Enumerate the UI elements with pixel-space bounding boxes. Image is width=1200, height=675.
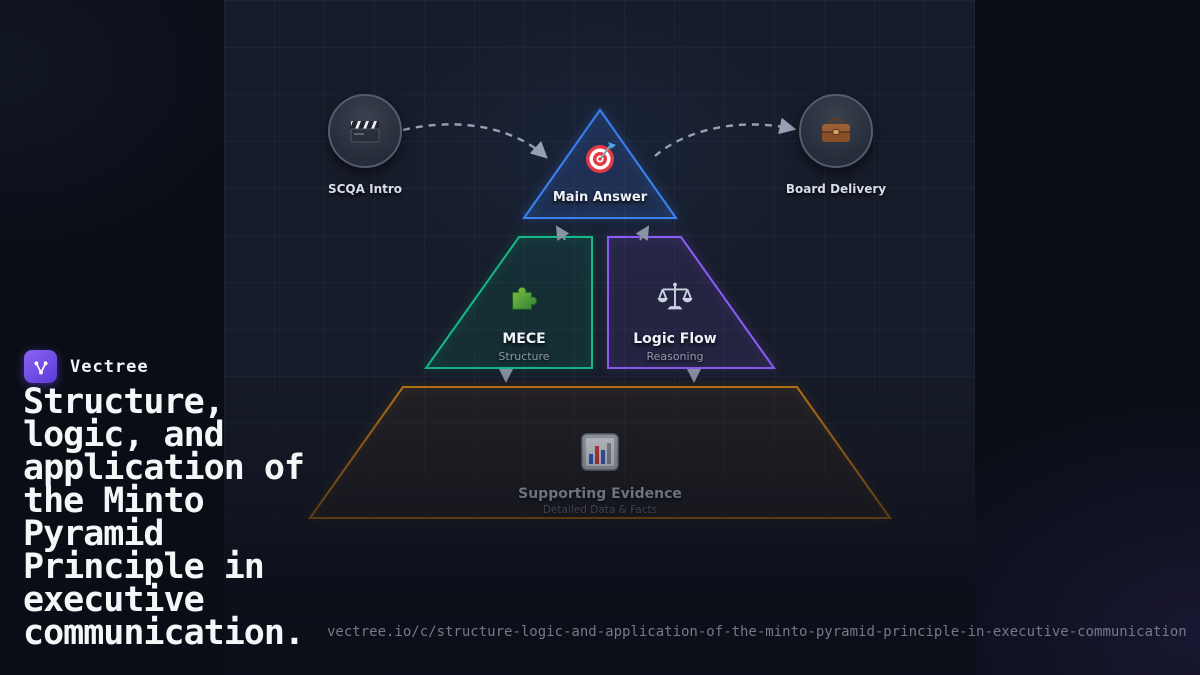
logic-flow-subtitle: Reasoning [646, 350, 704, 363]
scales-icon [656, 279, 694, 317]
page-title: Structure, logic, and application of the… [23, 382, 305, 653]
clapperboard-icon [350, 121, 380, 143]
main-answer-label: Main Answer [552, 190, 648, 205]
vectree-logo [24, 350, 57, 383]
brand-name: Vectree [70, 356, 149, 377]
bar-chart-icon [578, 430, 622, 474]
arrow-scqa-to-apex [402, 123, 548, 159]
mece-title: MECE [502, 331, 546, 347]
supporting-evidence-title: Supporting Evidence [518, 486, 682, 502]
arrow-apex-to-board [654, 117, 797, 157]
board-delivery-label: Board Delivery [785, 182, 887, 196]
scqa-node [328, 94, 402, 168]
supporting-evidence-subtitle: Detailed Data & Facts [542, 504, 658, 516]
mece-subtitle: Structure [498, 350, 550, 363]
target-icon [582, 140, 618, 176]
briefcase-icon [822, 117, 850, 142]
scqa-label: SCQA Intro [327, 182, 403, 196]
vectree-logo-icon [33, 360, 48, 374]
brand-row: Vectree [24, 350, 149, 383]
logic-flow-title: Logic Flow [633, 331, 717, 347]
board-delivery-node [799, 94, 873, 168]
puzzle-icon [505, 279, 543, 317]
footer-url: vectree.io/c/structure-logic-and-applica… [327, 624, 1187, 640]
